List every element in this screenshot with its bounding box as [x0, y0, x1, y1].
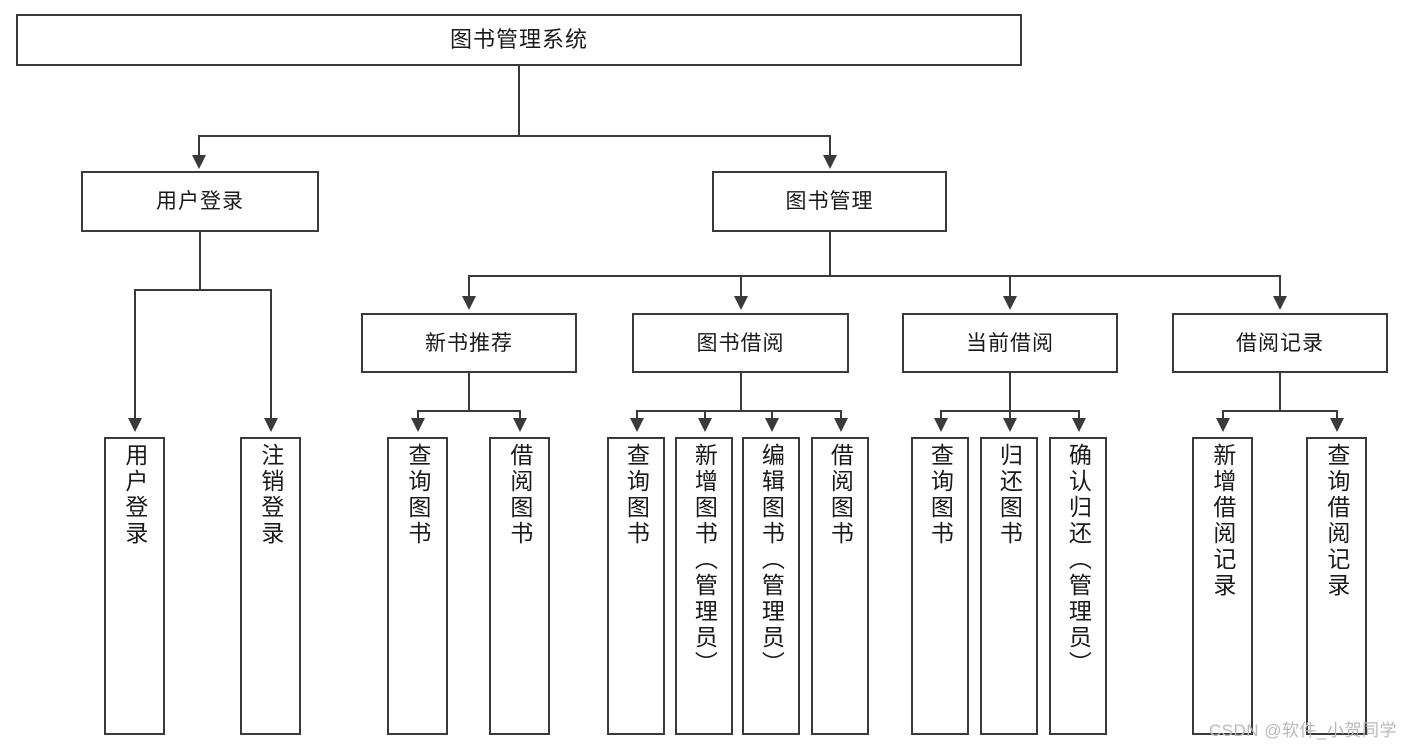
node-borrow-record[interactable]: 借阅记录 [1172, 313, 1388, 373]
node-label: 查询图书 [623, 443, 650, 547]
node-label: 借阅记录 [1236, 331, 1324, 355]
node-user-login[interactable]: 用户登录 [81, 171, 319, 232]
arrow-bm-to-book-borrow [734, 296, 748, 310]
connector-user-login-to-leaf-1 [134, 289, 136, 419]
connector-root-to-book-manage [829, 135, 831, 157]
node-label: 图书借阅 [696, 331, 785, 355]
arrow-bb-to-leaf-3 [765, 418, 779, 432]
csdn-watermark: CSDN @软件_小贺同学 [1208, 721, 1397, 740]
node-label: 用户登录 [156, 190, 244, 213]
node-label: 借阅图书 [827, 443, 854, 547]
connector-book-borrow-bar [636, 410, 841, 412]
leaf-new-book-query-book[interactable]: 查询图书 [387, 437, 448, 735]
node-label: 新增图书（管理员） [691, 443, 718, 677]
node-label: 注销登录 [257, 443, 284, 547]
node-label: 图书管理 [785, 190, 874, 213]
connector-book-borrow-stem [740, 373, 742, 411]
connector-bm-to-current-borrow [1009, 275, 1011, 297]
node-label: 图书管理系统 [449, 27, 588, 52]
connector-new-book-bar [417, 410, 520, 412]
leaf-book-borrow-add-book[interactable]: 新增图书（管理员） [675, 437, 733, 735]
node-label: 查询借阅记录 [1323, 443, 1350, 599]
node-label: 用户登录 [121, 443, 148, 547]
connector-borrow-record-bar [1222, 410, 1337, 412]
connector-current-borrow-stem [1009, 373, 1011, 411]
leaf-borrow-record-add-record[interactable]: 新增借阅记录 [1192, 437, 1253, 735]
node-label: 借阅图书 [506, 443, 533, 547]
leaf-book-borrow-edit-book[interactable]: 编辑图书（管理员） [742, 437, 800, 735]
connector-bb-to-leaf-2 [704, 410, 706, 419]
connector-root-stem [518, 65, 520, 135]
arrow-user-login-to-leaf-1 [128, 418, 142, 432]
connector-bm-to-borrow-record [1279, 275, 1281, 297]
connector-root-bar [198, 135, 830, 137]
node-current-borrow[interactable]: 当前借阅 [902, 313, 1118, 373]
connector-bb-to-leaf-3 [771, 410, 773, 419]
arrow-root-to-book-manage [823, 155, 837, 169]
connector-cb-to-leaf-3 [1078, 410, 1080, 419]
leaf-current-borrow-query-book[interactable]: 查询图书 [911, 437, 969, 735]
leaf-user-login-logout[interactable]: 注销登录 [240, 437, 301, 735]
arrow-bb-to-leaf-4 [834, 418, 848, 432]
connector-book-manage-stem [829, 232, 831, 276]
node-book-borrow[interactable]: 图书借阅 [632, 313, 849, 373]
connector-br-to-leaf-2 [1336, 410, 1338, 419]
leaf-current-borrow-confirm-return[interactable]: 确认归还（管理员） [1049, 437, 1107, 735]
connector-bb-to-leaf-1 [636, 410, 638, 419]
connector-bm-to-book-borrow [740, 275, 742, 297]
leaf-new-book-borrow-book[interactable]: 借阅图书 [489, 437, 550, 735]
connector-user-login-bar [134, 289, 271, 291]
node-label: 确认归还（管理员） [1065, 443, 1092, 677]
connector-book-manage-bar [468, 275, 1280, 277]
node-root-book-management-system[interactable]: 图书管理系统 [16, 14, 1022, 66]
connector-root-to-user-login [198, 135, 200, 157]
arrow-br-to-leaf-1 [1216, 418, 1230, 432]
connector-nb-to-leaf-2 [519, 410, 521, 419]
leaf-book-borrow-query-book[interactable]: 查询图书 [607, 437, 665, 735]
arrow-bm-to-borrow-record [1273, 296, 1287, 310]
node-new-book-recommend[interactable]: 新书推荐 [361, 313, 577, 373]
leaf-current-borrow-return-book[interactable]: 归还图书 [980, 437, 1038, 735]
connector-bm-to-new-book [468, 275, 470, 297]
arrow-nb-to-leaf-2 [513, 418, 527, 432]
node-label: 新书推荐 [425, 331, 513, 355]
connector-cb-to-leaf-1 [940, 410, 942, 419]
node-label: 归还图书 [996, 443, 1023, 547]
arrow-bm-to-current-borrow [1003, 296, 1017, 310]
node-label: 新增借阅记录 [1209, 443, 1236, 599]
connector-new-book-stem [468, 373, 470, 411]
arrow-bb-to-leaf-2 [698, 418, 712, 432]
arrow-br-to-leaf-2 [1330, 418, 1344, 432]
leaf-borrow-record-query-record[interactable]: 查询借阅记录 [1306, 437, 1367, 735]
node-label: 当前借阅 [966, 331, 1054, 355]
arrow-nb-to-leaf-1 [411, 418, 425, 432]
connector-borrow-record-stem [1279, 373, 1281, 411]
node-label: 编辑图书（管理员） [758, 443, 785, 677]
leaf-book-borrow-borrow-book[interactable]: 借阅图书 [811, 437, 869, 735]
arrow-root-to-user-login [192, 155, 206, 169]
connector-cb-to-leaf-2 [1009, 410, 1011, 419]
arrow-cb-to-leaf-2 [1003, 418, 1017, 432]
arrow-user-login-to-leaf-2 [264, 418, 278, 432]
arrow-cb-to-leaf-1 [934, 418, 948, 432]
node-label: 查询图书 [927, 443, 954, 547]
node-label: 查询图书 [404, 443, 431, 547]
connector-nb-to-leaf-1 [417, 410, 419, 419]
leaf-user-login-login[interactable]: 用户登录 [104, 437, 165, 735]
connector-br-to-leaf-1 [1222, 410, 1224, 419]
connector-bb-to-leaf-4 [840, 410, 842, 419]
node-book-management[interactable]: 图书管理 [712, 171, 947, 232]
connector-user-login-stem [199, 232, 201, 290]
arrow-bb-to-leaf-1 [630, 418, 644, 432]
arrow-bm-to-new-book [462, 296, 476, 310]
connector-user-login-to-leaf-2 [270, 289, 272, 419]
arrow-cb-to-leaf-3 [1072, 418, 1086, 432]
